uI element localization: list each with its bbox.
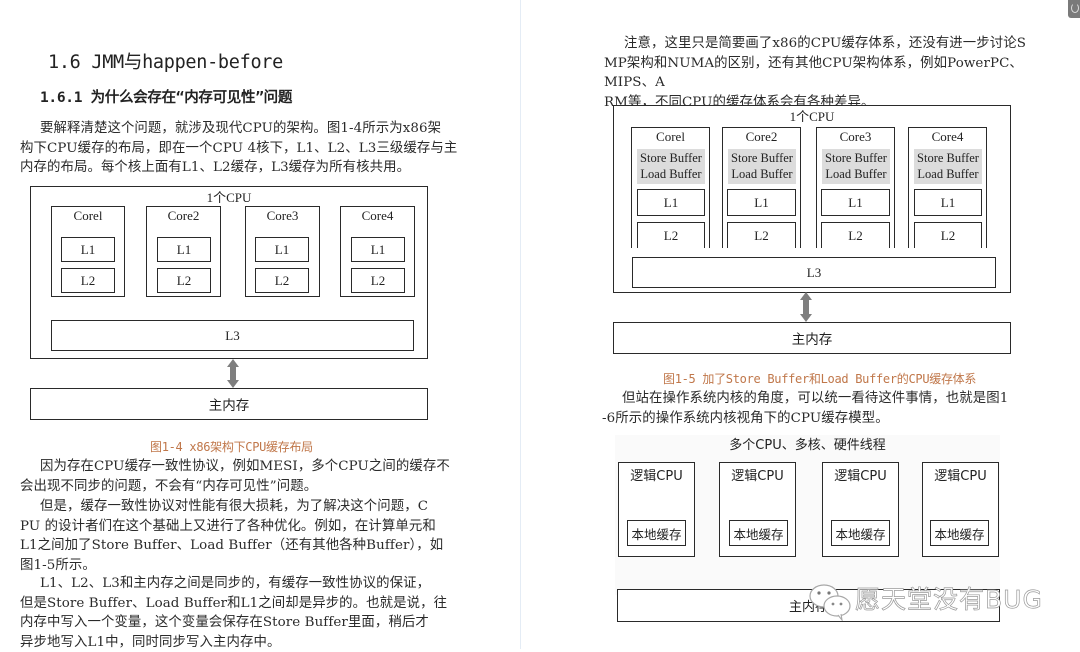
text-line: 内存的布局。每个核上面有L1、L2缓存，L3缓存为所有核共用。 — [20, 158, 460, 178]
l1-cache: L1 — [727, 189, 796, 216]
logical-cpu-label: 逻辑CPU — [823, 465, 898, 484]
text-line: 但是，缓存一致性协议对性能有很大损耗，为了解决这个问题，C — [20, 497, 460, 517]
paragraph-mesi: 因为存在CPU缓存一致性协议，例如MESI，多个CPU之间的缓存不 会出现不同步… — [20, 457, 460, 496]
paragraph-optimization: 但是，缓存一致性协议对性能有很大损耗，为了解决这个问题，C PU 的设计者们在这… — [20, 497, 460, 575]
core-label: Core2 — [147, 208, 220, 224]
text-line: MP架构和NUMA的区别，还有其他CPU架构体系，例如PowerPC、MIPS、… — [604, 54, 1044, 93]
local-cache: 本地缓存 — [729, 520, 788, 546]
text-line: 会出现不同步的问题，不会有“内存可见性”问题。 — [20, 477, 460, 497]
cpu-label: 1个CPU — [614, 106, 1010, 125]
text-line: 异步地写入L1中，同时同步写入主内存中。 — [20, 633, 460, 652]
text-line: 因为存在CPU缓存一致性协议，例如MESI，多个CPU之间的缓存不 — [20, 457, 460, 477]
main-memory-label: 主内存 — [209, 394, 250, 414]
l1-cache: L1 — [157, 237, 211, 262]
store-buffer-label: Store Buffer — [822, 150, 890, 166]
text-line: 要解释清楚这个问题，就涉及现代CPU的架构。图1-4所示为x86架 — [40, 121, 441, 136]
figure-caption: 图1-5 加了Store Buffer和Load Buffer的CPU缓存体系 — [663, 370, 976, 387]
wechat-icon — [808, 583, 854, 621]
l2-cache: L2 — [255, 268, 309, 293]
l1-cache: L1 — [61, 237, 115, 262]
l1-cache: L1 — [255, 237, 309, 262]
core-label: Core4 — [341, 208, 414, 224]
text-line: L1、L2、L3和主内存之间是同步的，有缓存一致性协议的保证， — [20, 574, 460, 594]
refresh-icon — [1071, 3, 1079, 13]
core-label: Corel — [52, 208, 124, 224]
logical-cpu-label: 逻辑CPU — [720, 465, 795, 484]
core-label: Core3 — [246, 208, 319, 224]
text-line: 内存中写入一个变量，这个变量会保存在Store Buffer里面，稍后才 — [20, 613, 460, 633]
text-line: PU 的设计者们在这个基础上又进行了各种优化。例如，在计算单元和 — [20, 517, 460, 537]
page-divider — [520, 0, 521, 649]
load-buffer-label: Load Buffer — [637, 166, 705, 182]
local-cache: 本地缓存 — [930, 520, 989, 546]
text-line: -6所示的操作系统内核视角下的CPU缓存模型。 — [602, 409, 1042, 429]
store-load-buffer: Store Buffer Load Buffer — [822, 149, 890, 184]
load-buffer-label: Load Buffer — [728, 166, 796, 182]
text-line: 但站在操作系统内核的角度，可以统一看待这件事情，也就是图1 — [602, 389, 1042, 409]
l2-cache: L2 — [157, 268, 211, 293]
watermark-text: 愿天堂没有BUG — [855, 580, 1043, 616]
l3-cache: L3 — [632, 257, 996, 288]
text-line: 但是Store Buffer、Load Buffer和L1之间却是异步的。也就是… — [20, 594, 460, 614]
store-buffer-label: Store Buffer — [914, 150, 982, 166]
local-cache: 本地缓存 — [627, 520, 686, 546]
core-label: Core3 — [817, 129, 894, 145]
section-title: 1.6 JMM与happen-before — [48, 48, 283, 74]
paragraph-os-kernel: 但站在操作系统内核的角度，可以统一看待这件事情，也就是图1 -6所示的操作系统内… — [602, 389, 1042, 428]
l2-cache: L2 — [914, 222, 982, 248]
core-label: Core2 — [723, 129, 800, 145]
main-memory-label: 主内存 — [792, 328, 833, 348]
corner-toggle-button[interactable] — [1068, 0, 1080, 18]
l1-cache: L1 — [351, 237, 405, 262]
store-buffer-label: Store Buffer — [637, 150, 705, 166]
bidirectional-arrow-icon — [226, 359, 240, 388]
paragraph-note: 注意，这里只是简要画了x86的CPU缓存体系，还没有进一步讨论S MP架构和NU… — [604, 34, 1044, 112]
l3-cache: L3 — [51, 320, 414, 351]
load-buffer-label: Load Buffer — [822, 166, 890, 182]
main-memory-box: 主内存 — [613, 322, 1011, 354]
l2-cache: L2 — [351, 268, 405, 293]
l1-cache: L1 — [637, 189, 705, 216]
store-load-buffer: Store Buffer Load Buffer — [728, 149, 796, 184]
figure-caption: 图1-4 x86架构下CPU缓存布局 — [150, 438, 313, 455]
load-buffer-label: Load Buffer — [914, 166, 982, 182]
core-label: Core4 — [909, 129, 986, 145]
store-load-buffer: Store Buffer Load Buffer — [914, 149, 982, 184]
text-line: L1之间加了Store Buffer、Load Buffer（还有其他各种Buf… — [20, 536, 460, 556]
l2-cache: L2 — [727, 222, 796, 248]
text-line: 构下CPU缓存的布局，即在一个CPU 4核下，L1、L2、L3三级缓存与主 — [20, 139, 460, 159]
logical-cpu-label: 逻辑CPU — [619, 465, 694, 484]
local-cache: 本地缓存 — [831, 520, 890, 546]
figure-title: 多个CPU、多核、硬件线程 — [615, 434, 1000, 453]
store-buffer-label: Store Buffer — [728, 150, 796, 166]
store-load-buffer: Store Buffer Load Buffer — [637, 149, 705, 184]
text-line: 注意，这里只是简要画了x86的CPU缓存体系，还没有进一步讨论S — [604, 34, 1044, 54]
logical-cpu-label: 逻辑CPU — [923, 465, 998, 484]
paragraph-async: L1、L2、L3和主内存之间是同步的，有缓存一致性协议的保证， 但是Store … — [20, 574, 460, 652]
l2-cache: L2 — [637, 222, 705, 248]
l1-cache: L1 — [821, 189, 890, 216]
l2-cache: L2 — [61, 268, 115, 293]
subsection-title: 1.6.1 为什么会存在“内存可见性”问题 — [40, 86, 292, 107]
l2-cache: L2 — [821, 222, 890, 248]
core-label: Corel — [632, 129, 709, 145]
bidirectional-arrow-icon — [799, 292, 813, 322]
main-memory-box: 主内存 — [30, 388, 428, 420]
text-line: 图1-5所示。 — [20, 556, 460, 576]
paragraph-intro: 要解释清楚这个问题，就涉及现代CPU的架构。图1-4所示为x86架 构下CPU缓… — [40, 119, 460, 178]
cpu-label: 1个CPU — [31, 187, 427, 206]
l1-cache: L1 — [914, 189, 982, 216]
